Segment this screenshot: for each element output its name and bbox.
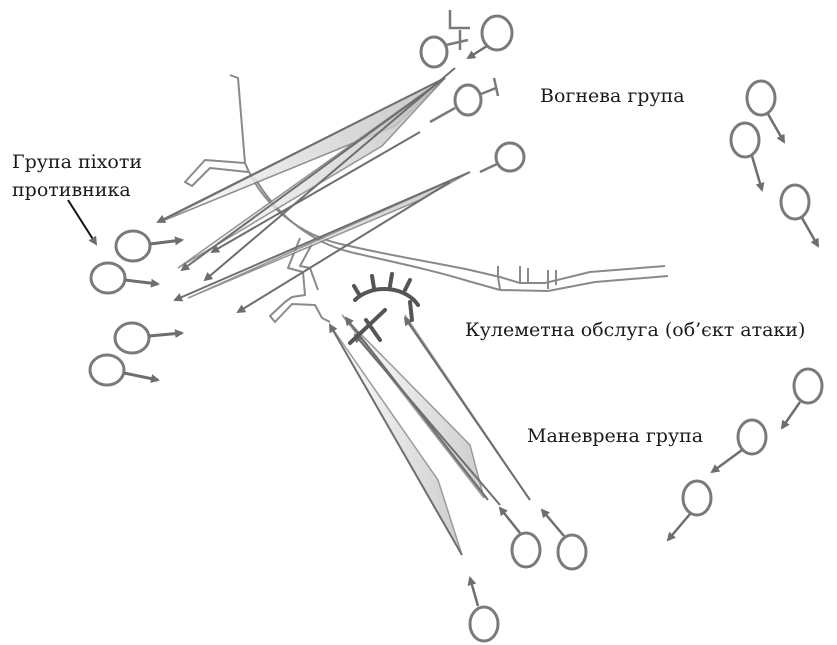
trench-lines [184,74,669,323]
soldiers [88,10,824,643]
soldier-maneuver-r2 [710,418,768,474]
soldier-fire-2 [419,10,470,69]
mg-barrel [348,308,387,345]
trench-upper-left [184,74,249,187]
soldier-enemy-3 [113,321,184,355]
soldier-maneuver-r3 [666,479,713,542]
soldier-right-1 [745,79,786,144]
soldier-fire-3 [429,77,500,124]
soldier-right-3 [779,183,820,248]
soldier-fire-1 [466,14,514,60]
enemy-label-pointer [67,199,98,246]
soldier-fire-4 [479,141,526,174]
fire-arrows [156,67,531,556]
arrow-fire-1 [156,77,446,223]
arrow-man-4 [353,333,501,506]
arrow-fire-3 [210,131,421,253]
trench-lower-branch-2 [299,243,319,291]
mg-tick-3 [388,272,394,288]
label-enemy-line1: Група піхоти [12,151,143,173]
mg-stand [364,318,382,342]
machine-gun-nest [348,272,420,345]
label-enemy-group: Група піхоти противника [12,148,142,204]
arrow-fire-4 [173,171,471,302]
trench-lower-branch [269,237,331,323]
arrow-fire-5 [236,181,451,314]
mg-tick-1 [352,284,362,298]
soldier-right-2 [729,121,765,192]
soldier-maneuver-b3 [467,576,500,643]
soldier-maneuver-r1 [780,367,824,430]
soldier-maneuver-b2 [540,508,588,571]
arrow-fire-6 [203,67,456,282]
soldier-enemy-2 [89,261,160,295]
soldier-enemy-4 [88,353,160,387]
mg-tick-2 [370,274,376,290]
mg-tick-4 [403,278,412,292]
label-machine-gun-crew: Кулеметна обслуга (об’єкт атаки) [465,319,806,341]
arrow-man-1 [329,323,463,556]
soldier-enemy-1 [114,229,184,263]
arrow-fire-2 [180,77,446,272]
label-maneuver-group: Маневрена група [527,425,704,447]
mg-ammo [408,300,414,322]
arrow-man-3 [403,316,531,501]
trench-bumps [497,266,557,290]
trench-main-inner [254,177,669,292]
label-fire-group: Вогнева група [540,85,685,107]
label-enemy-line2: противника [12,179,131,201]
soldier-maneuver-b1 [498,506,542,569]
